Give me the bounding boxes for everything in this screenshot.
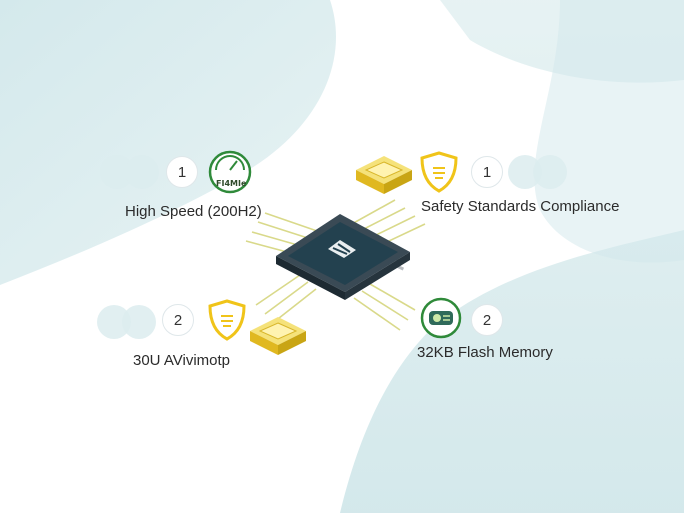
feature-label-flash-memory: 32KB Flash Memory <box>417 344 553 361</box>
feature-label-bottom-left: 30U AVivimotp <box>133 352 230 369</box>
shield-icon <box>420 151 458 193</box>
speedometer-badge-text: FI4MIe <box>216 179 247 188</box>
shield-icon <box>208 299 246 341</box>
feature-number-badge: 1 <box>471 156 503 188</box>
feature-label-high-speed: High Speed (200H2) <box>125 203 262 220</box>
decor-bubble <box>533 155 567 189</box>
chip-module-icon <box>250 317 306 355</box>
feature-number-badge: 2 <box>471 304 503 336</box>
feature-number-badge: 1 <box>166 156 198 188</box>
memory-gauge-icon <box>420 297 462 339</box>
feature-number-badge: 2 <box>162 304 194 336</box>
decor-bubble <box>125 155 159 189</box>
decor-bubble <box>122 305 156 339</box>
chip-module-icon <box>356 156 412 194</box>
speedometer-icon <box>208 150 252 194</box>
feature-label-safety: Safety Standards Compliance <box>421 198 620 215</box>
